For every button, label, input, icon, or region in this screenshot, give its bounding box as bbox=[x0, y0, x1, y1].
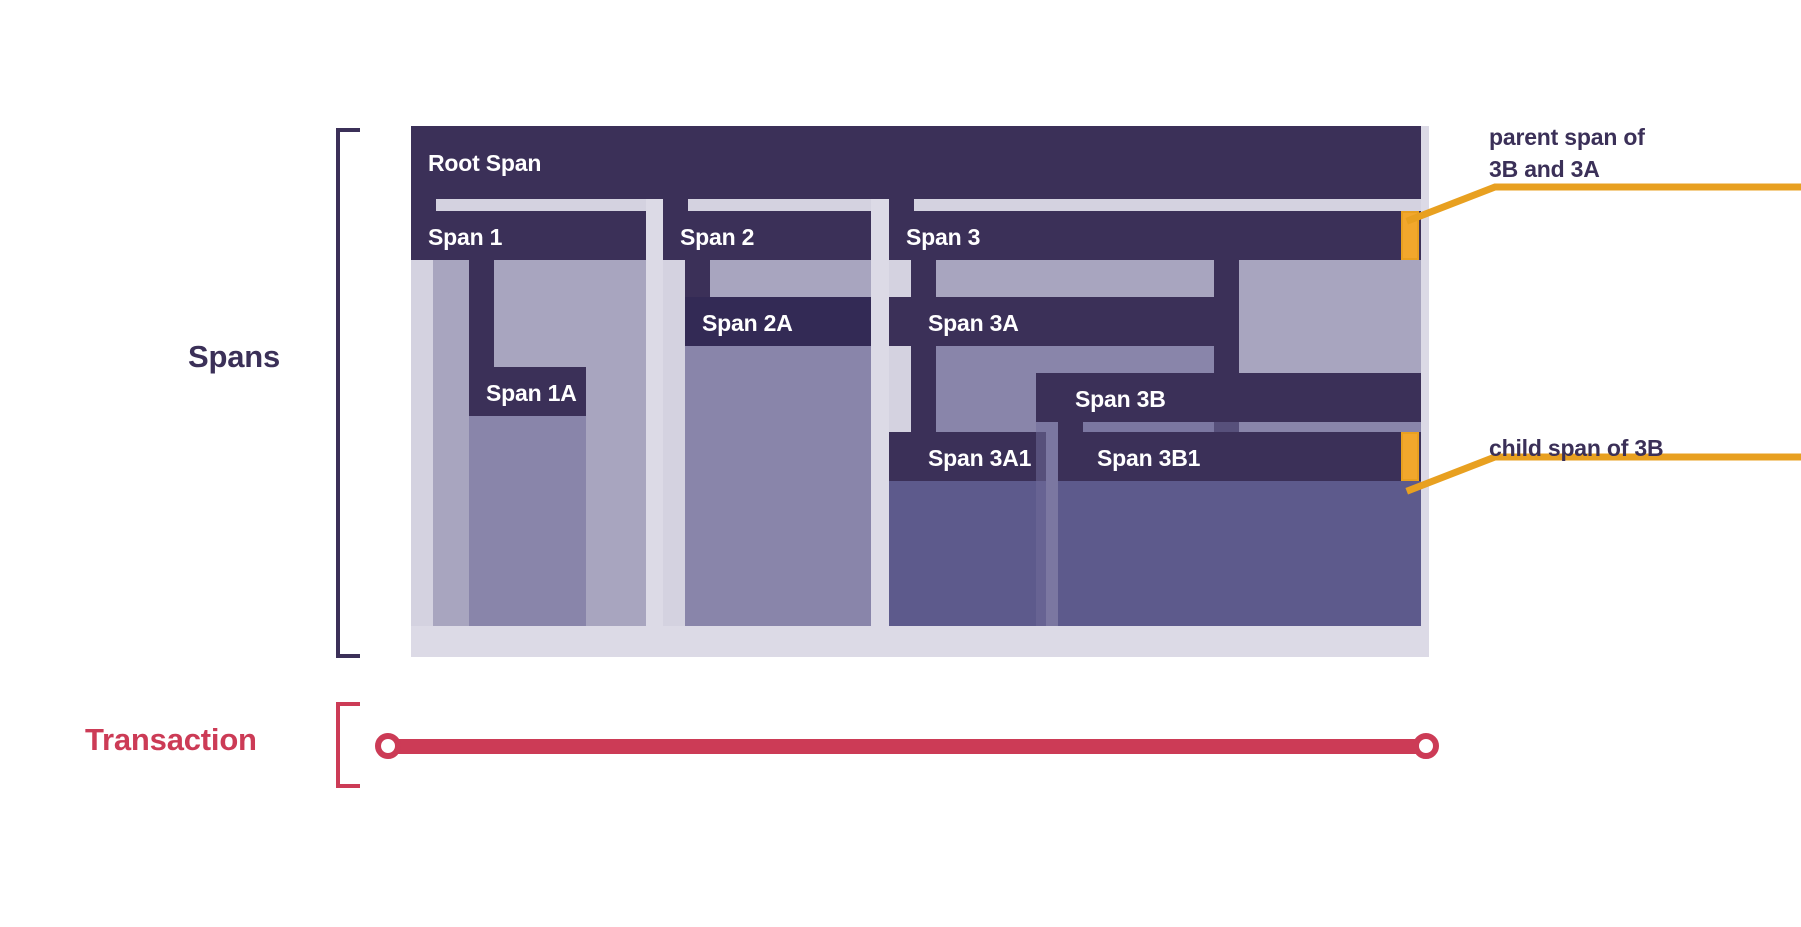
span-bar-2[interactable]: Span 2 bbox=[663, 211, 871, 260]
span-body-2a bbox=[685, 346, 871, 626]
span-body-3b1 bbox=[1058, 481, 1421, 626]
span-bar-3a1[interactable]: Span 3A1 bbox=[889, 432, 1046, 481]
span-bar-3b[interactable]: Span 3B bbox=[1036, 373, 1421, 422]
span-bar-3b1[interactable]: Span 3B1 bbox=[1058, 432, 1421, 481]
span-label-3a: Span 3A bbox=[928, 310, 1019, 336]
span-bar-1[interactable]: Span 1 bbox=[411, 211, 646, 260]
spans-row-label: Spans bbox=[188, 339, 281, 374]
leader-line-parent bbox=[1405, 183, 1801, 225]
leader-line-child bbox=[1405, 453, 1801, 495]
transaction-row-label: Transaction bbox=[85, 722, 257, 757]
spans-bracket bbox=[336, 128, 360, 658]
highlight-marker-span-3b1[interactable] bbox=[1401, 432, 1419, 481]
span-label-3a1: Span 3A1 bbox=[928, 445, 1032, 471]
span-label-2: Span 2 bbox=[680, 224, 755, 250]
span-label-2a: Span 2A bbox=[702, 310, 793, 336]
connector-1-to-1a bbox=[469, 260, 494, 375]
span-label-1: Span 1 bbox=[428, 224, 503, 250]
transaction-end-marker[interactable] bbox=[1413, 733, 1439, 759]
connector-3a-to-3a1 bbox=[911, 346, 936, 446]
callout-parent-span: parent span of 3B and 3A bbox=[1489, 124, 1645, 182]
transaction-start-marker[interactable] bbox=[375, 733, 401, 759]
span-label-1a: Span 1A bbox=[486, 380, 577, 406]
span-bar-root[interactable]: Root Span bbox=[411, 126, 1421, 199]
callout-child-span: child span of 3B bbox=[1489, 435, 1664, 461]
span-label-root: Root Span bbox=[428, 150, 542, 176]
span-body-3a1 bbox=[889, 481, 1046, 626]
span-body-1a bbox=[469, 416, 586, 626]
span-label-3b: Span 3B bbox=[1075, 386, 1166, 412]
span-bar-3[interactable]: Span 3 bbox=[889, 211, 1421, 260]
span-label-3b1: Span 3B1 bbox=[1097, 445, 1201, 471]
span-bar-3a[interactable]: Span 3A bbox=[889, 297, 1214, 346]
span-label-3: Span 3 bbox=[906, 224, 981, 250]
span-bar-1a[interactable]: Span 1A bbox=[469, 367, 586, 416]
transaction-bracket bbox=[336, 702, 360, 788]
transaction-line bbox=[388, 739, 1430, 754]
span-bar-2a[interactable]: Span 2A bbox=[685, 297, 871, 346]
spans-panel: Root Span Span 1 Span 1A bbox=[411, 126, 1429, 657]
highlight-marker-span-3[interactable] bbox=[1401, 211, 1419, 260]
